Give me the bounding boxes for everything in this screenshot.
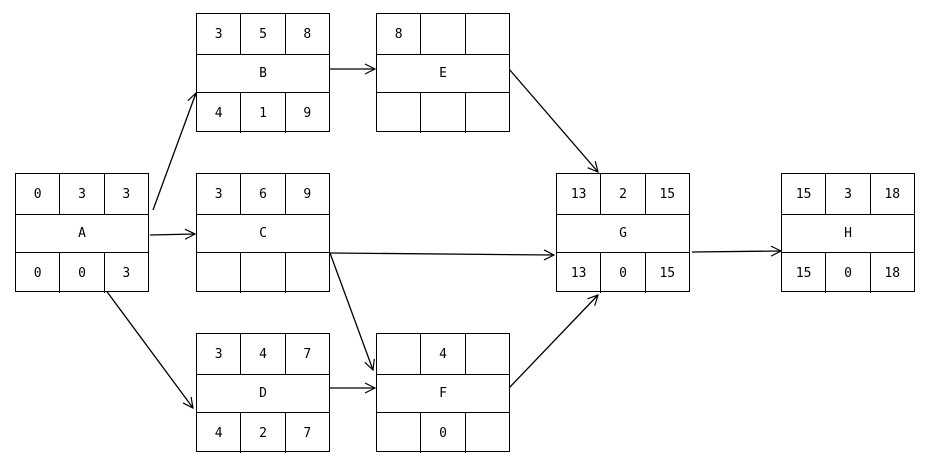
node-name-row: G bbox=[557, 214, 689, 253]
node-name-row: B bbox=[197, 54, 329, 93]
edge-a-d bbox=[104, 288, 193, 408]
node-bottom-row: 15 0 18 bbox=[782, 253, 914, 293]
activity-node-c: 3 6 9 C bbox=[196, 173, 330, 293]
node-top-row: 3 4 7 bbox=[197, 334, 329, 374]
earliest-finish: 7 bbox=[284, 334, 329, 374]
earliest-finish: 15 bbox=[644, 174, 689, 214]
node-top-row: 15 3 18 bbox=[782, 174, 914, 214]
activity-node-h: 15 3 18 H 15 0 18 bbox=[781, 173, 915, 293]
latest-finish: 15 bbox=[644, 253, 689, 293]
edge-g-h bbox=[691, 251, 781, 252]
duration: 2 bbox=[600, 174, 644, 214]
activity-node-d: 3 4 7 D 4 2 7 bbox=[196, 333, 330, 453]
latest-finish: 7 bbox=[284, 413, 329, 453]
edge-a-b bbox=[152, 93, 196, 211]
duration: 5 bbox=[240, 14, 284, 54]
earliest-finish bbox=[464, 14, 509, 54]
total-float: 0 bbox=[59, 253, 103, 293]
earliest-finish: 18 bbox=[869, 174, 914, 214]
earliest-start: 0 bbox=[33, 186, 42, 202]
node-bottom-row: 0 bbox=[377, 413, 509, 453]
edge-c-g bbox=[329, 253, 554, 255]
earliest-start: 8 bbox=[394, 26, 403, 42]
activity-node-e: 8 E bbox=[376, 13, 510, 133]
total-float: 0 bbox=[420, 413, 464, 453]
latest-finish bbox=[284, 253, 329, 293]
activity-name: H bbox=[844, 226, 852, 241]
latest-start: 15 bbox=[795, 265, 812, 281]
total-float bbox=[420, 93, 464, 133]
activity-name: A bbox=[78, 226, 86, 241]
earliest-finish: 9 bbox=[284, 174, 329, 214]
node-bottom-row: 0 0 3 bbox=[16, 253, 148, 293]
node-bottom-row bbox=[377, 93, 509, 133]
activity-name: D bbox=[259, 386, 267, 401]
node-name-row: E bbox=[377, 54, 509, 93]
edge-c-f bbox=[329, 252, 373, 370]
duration: 6 bbox=[240, 174, 284, 214]
duration: 4 bbox=[420, 334, 464, 374]
latest-start: 4 bbox=[214, 425, 223, 441]
node-top-row: 3 6 9 bbox=[197, 174, 329, 214]
node-top-row: 8 bbox=[377, 14, 509, 54]
latest-start bbox=[377, 93, 420, 133]
earliest-start: 3 bbox=[214, 346, 223, 362]
latest-start: 4 bbox=[214, 105, 223, 121]
node-top-row: 3 5 8 bbox=[197, 14, 329, 54]
latest-start bbox=[197, 253, 240, 293]
edge-f-g bbox=[508, 295, 598, 389]
node-top-row: 4 bbox=[377, 334, 509, 374]
activity-name: E bbox=[439, 66, 447, 81]
node-bottom-row: 4 2 7 bbox=[197, 413, 329, 453]
latest-start: 0 bbox=[33, 265, 42, 281]
earliest-start: 3 bbox=[214, 186, 223, 202]
activity-name: C bbox=[259, 226, 267, 241]
node-bottom-row: 13 0 15 bbox=[557, 253, 689, 293]
edge-a-c bbox=[149, 234, 195, 235]
latest-finish: 9 bbox=[284, 93, 329, 133]
earliest-finish: 8 bbox=[284, 14, 329, 54]
node-bottom-row bbox=[197, 253, 329, 293]
earliest-start: 15 bbox=[795, 186, 812, 202]
earliest-start: 3 bbox=[214, 26, 223, 42]
node-name-row: C bbox=[197, 214, 329, 253]
earliest-finish bbox=[464, 334, 509, 374]
activity-node-b: 3 5 8 B 4 1 9 bbox=[196, 13, 330, 133]
latest-finish bbox=[464, 93, 509, 133]
total-float: 0 bbox=[600, 253, 644, 293]
activity-name: G bbox=[619, 226, 627, 241]
duration bbox=[420, 14, 464, 54]
total-float bbox=[240, 253, 284, 293]
node-name-row: H bbox=[782, 214, 914, 253]
earliest-finish: 3 bbox=[103, 174, 148, 214]
total-float: 0 bbox=[825, 253, 869, 293]
earliest-start: 13 bbox=[570, 186, 587, 202]
activity-node-g: 13 2 15 G 13 0 15 bbox=[556, 173, 690, 293]
node-top-row: 0 3 3 bbox=[16, 174, 148, 214]
earliest-start bbox=[377, 334, 420, 374]
activity-node-a: 0 3 3 A 0 0 3 bbox=[15, 173, 149, 293]
edge-e-g bbox=[508, 68, 598, 172]
latest-start: 13 bbox=[570, 265, 587, 281]
node-name-row: A bbox=[16, 214, 148, 253]
latest-finish: 18 bbox=[869, 253, 914, 293]
latest-start bbox=[377, 413, 420, 453]
latest-finish: 3 bbox=[103, 253, 148, 293]
activity-name: B bbox=[259, 66, 267, 81]
node-top-row: 13 2 15 bbox=[557, 174, 689, 214]
node-name-row: F bbox=[377, 374, 509, 413]
activity-name: F bbox=[439, 386, 447, 401]
total-float: 1 bbox=[240, 93, 284, 133]
node-name-row: D bbox=[197, 374, 329, 413]
duration: 3 bbox=[59, 174, 103, 214]
activity-node-f: 4 F 0 bbox=[376, 333, 510, 453]
latest-finish bbox=[464, 413, 509, 453]
node-bottom-row: 4 1 9 bbox=[197, 93, 329, 133]
total-float: 2 bbox=[240, 413, 284, 453]
duration: 3 bbox=[825, 174, 869, 214]
duration: 4 bbox=[240, 334, 284, 374]
